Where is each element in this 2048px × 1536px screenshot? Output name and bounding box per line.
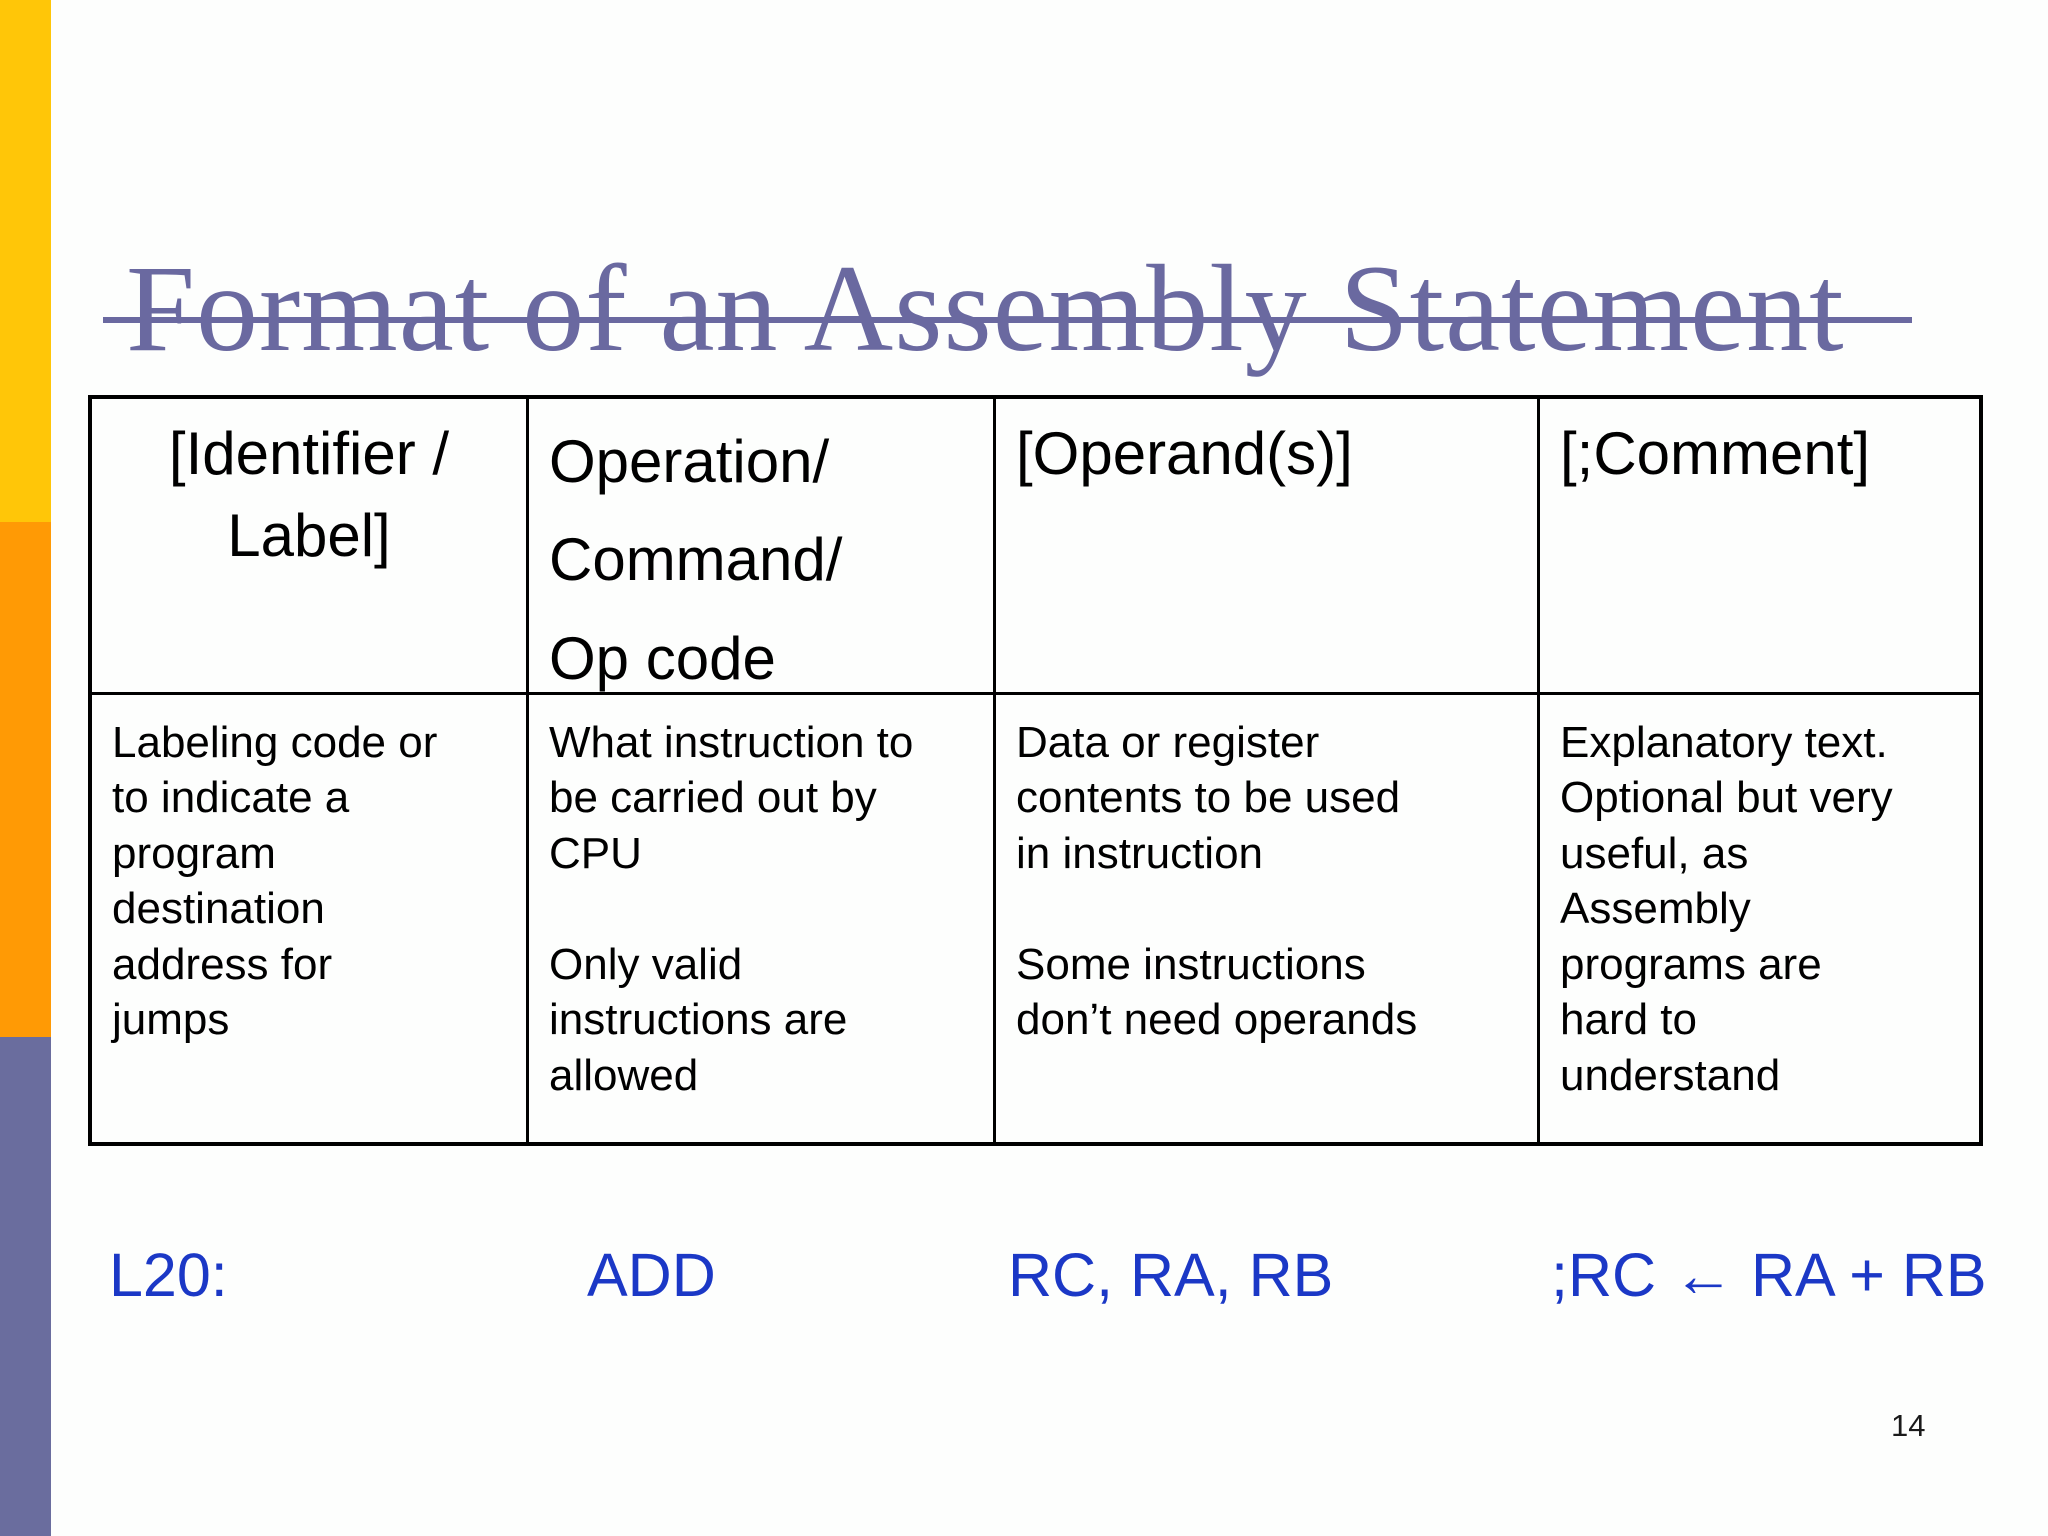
header-cell-comment: [;Comment] [1540,399,1979,695]
accent-bar-yellow-segment [0,0,51,522]
slide-title: Format of an Assembly Statement [126,240,1845,378]
example-label: L20: [109,1241,228,1309]
body-cell-identifier-description: Labeling code or to indicate a program d… [92,695,529,1142]
body-cell-comment-description: Explanatory text. Optional but very usef… [1560,718,1893,1100]
example-opcode: ADD [587,1241,716,1309]
example-operands: RC, RA, RB [1008,1241,1334,1309]
accent-bar-purple-segment [0,1037,51,1536]
example-comment: ;RC ← RA + RB [1551,1241,1987,1309]
page-number: 14 [1891,1408,1926,1443]
header-cell-operands: [Operand(s)] [996,399,1540,695]
header-cell-identifier-label: [Identifier / Label] [92,399,529,695]
body-cell-operation-description: What instruction to be carried out by CP… [529,695,996,1142]
title-underline [103,317,1912,323]
assembly-format-table: [Identifier / Label] Operation/ Command/… [88,395,1983,1146]
left-accent-bar [0,0,51,1536]
body-cell-operands-description: Data or register contents to be used in … [996,695,1540,1142]
accent-bar-orange-segment [0,522,51,1037]
header-cell-operation-command-opcode: Operation/ Command/ Op code [529,399,996,695]
